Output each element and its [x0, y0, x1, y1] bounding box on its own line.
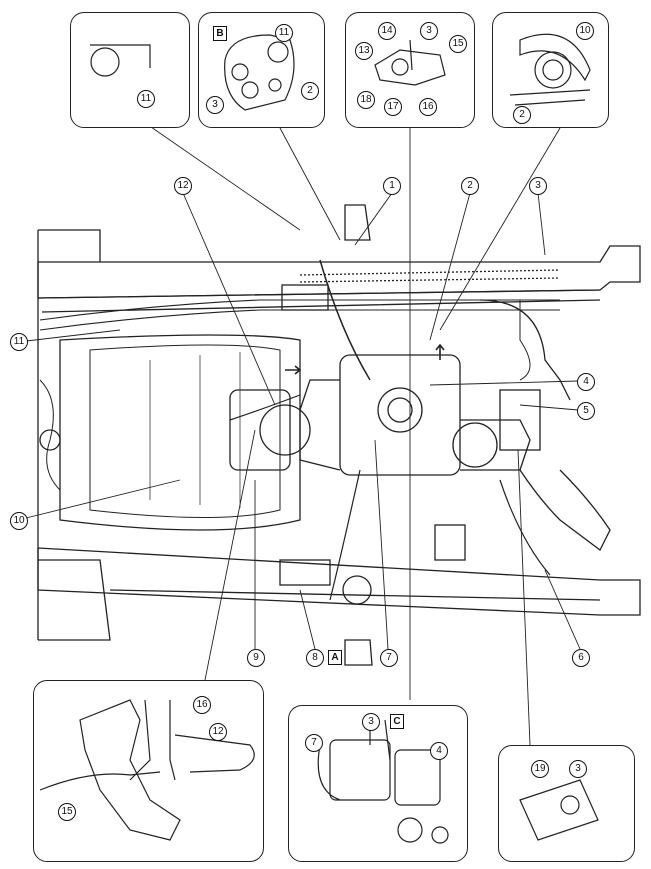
inset3-callout-14: 14 — [378, 22, 396, 40]
callout-9: 9 — [247, 649, 265, 667]
callout-5: 5 — [577, 402, 595, 420]
intake-duct — [460, 419, 531, 471]
inset2-callout-11: 11 — [275, 24, 293, 42]
inset-sensor — [498, 745, 635, 862]
inset-hose-junction — [345, 12, 475, 128]
inset5-callout-15: 15 — [58, 803, 76, 821]
inset6-callout-3: 3 — [362, 713, 380, 731]
callout-6: 6 — [572, 649, 590, 667]
callout-1: 1 — [383, 177, 401, 195]
inset3-callout-3: 3 — [420, 22, 438, 40]
callout-11: 11 — [10, 333, 28, 351]
inset5-callout-12: 12 — [209, 723, 227, 741]
inset1-callout-11: 11 — [137, 90, 155, 108]
inset-detail-c — [288, 705, 468, 862]
inset3-callout-16: 16 — [419, 98, 437, 116]
view-marker-a: A — [328, 650, 342, 665]
view-marker-c: C — [390, 714, 404, 729]
bracket-upper — [281, 284, 329, 311]
callout-7: 7 — [380, 649, 398, 667]
inset3-callout-17: 17 — [384, 98, 402, 116]
frame-lower-rail — [37, 547, 641, 616]
inset6-callout-4: 4 — [430, 742, 448, 760]
crossmember-tube — [59, 334, 301, 531]
inset-hose-clip — [70, 12, 190, 128]
inset5-callout-16: 16 — [193, 696, 211, 714]
callout-8: 8 — [306, 649, 324, 667]
inset7-callout-3: 3 — [569, 760, 587, 778]
frame-left-lower — [38, 559, 111, 641]
inset3-callout-18: 18 — [357, 91, 375, 109]
inset-bottom-left — [33, 680, 264, 862]
inset6-callout-7: 7 — [305, 734, 323, 752]
view-marker-b: B — [213, 26, 227, 41]
inset4-callout-2: 2 — [513, 106, 531, 124]
inset2-callout-2: 2 — [301, 82, 319, 100]
inset3-callout-15: 15 — [449, 35, 467, 53]
inset3-callout-13: 13 — [355, 42, 373, 60]
callout-4: 4 — [577, 373, 595, 391]
inset7-callout-19: 19 — [531, 760, 549, 778]
callout-2: 2 — [461, 177, 479, 195]
air-boot — [519, 469, 611, 551]
bracket-lower — [279, 559, 331, 586]
callout-12: 12 — [174, 177, 192, 195]
inset2-callout-3: 3 — [206, 96, 224, 114]
inset4-callout-10: 10 — [576, 22, 594, 40]
callout-10: 10 — [10, 512, 28, 530]
callout-3: 3 — [529, 177, 547, 195]
throttle-body-cluster — [339, 354, 461, 476]
